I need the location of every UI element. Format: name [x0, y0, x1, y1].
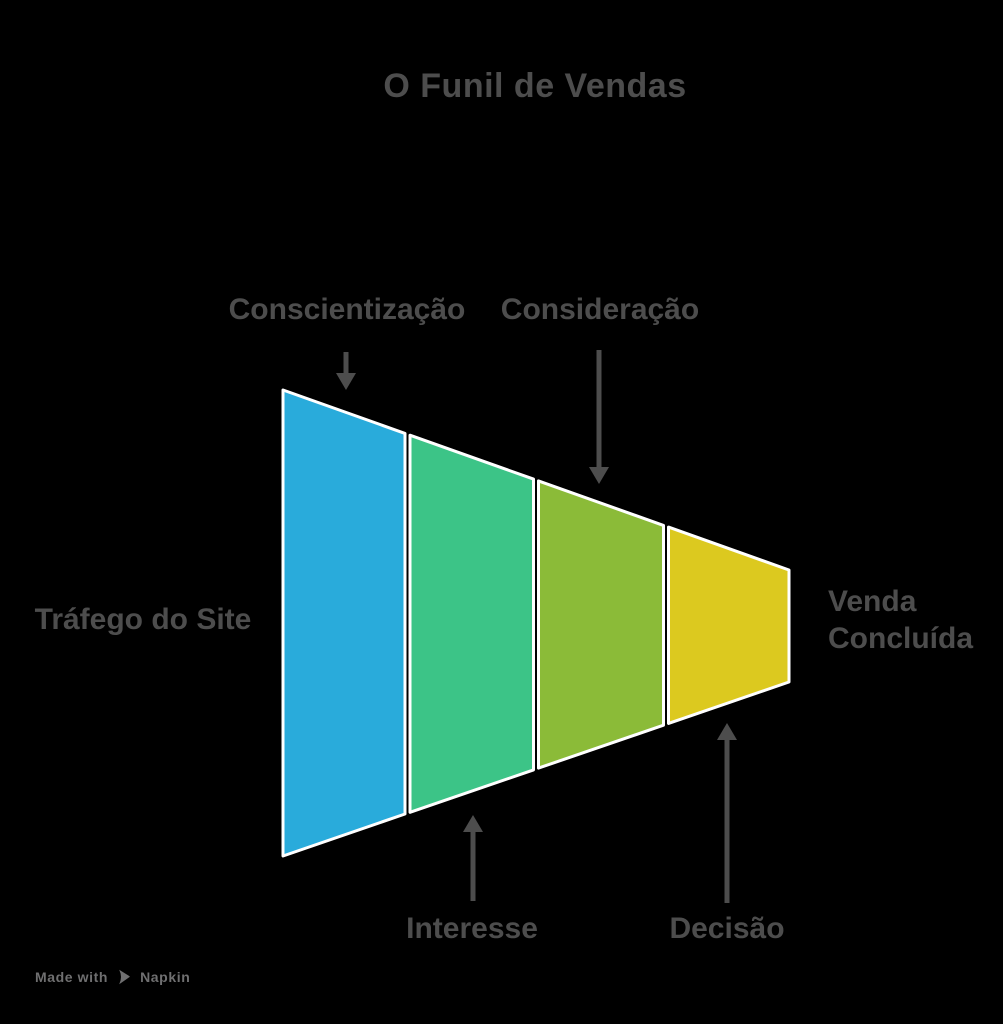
funnel-input-label: Tráfego do Site	[34, 603, 252, 636]
funnel-stage-4-shape	[667, 525, 791, 725]
watermark: Made with Napkin	[35, 969, 190, 985]
arrow-interesse	[463, 815, 483, 901]
funnel-stage-2-shape	[408, 433, 535, 814]
napkin-logo-icon	[119, 969, 130, 985]
funnel-stage-3-shape	[537, 479, 665, 770]
arrow-decisao	[717, 723, 737, 903]
diagram-title: O Funil de Vendas	[383, 67, 687, 105]
watermark-brand-text: Napkin	[140, 969, 191, 985]
stage-label-consideracao: Consideração	[500, 293, 700, 326]
stage-label-interesse: Interesse	[406, 912, 538, 945]
arrow-conscientizacao	[336, 352, 356, 390]
funnel-output-label: Venda Concluída	[828, 585, 974, 655]
arrow-consideracao	[589, 350, 609, 484]
stage-label-conscientizacao: Conscientização	[228, 293, 466, 326]
stage-label-decisao: Decisão	[669, 912, 785, 945]
watermark-made-with-text: Made with	[35, 969, 109, 985]
funnel-stage-1-shape	[281, 388, 407, 858]
